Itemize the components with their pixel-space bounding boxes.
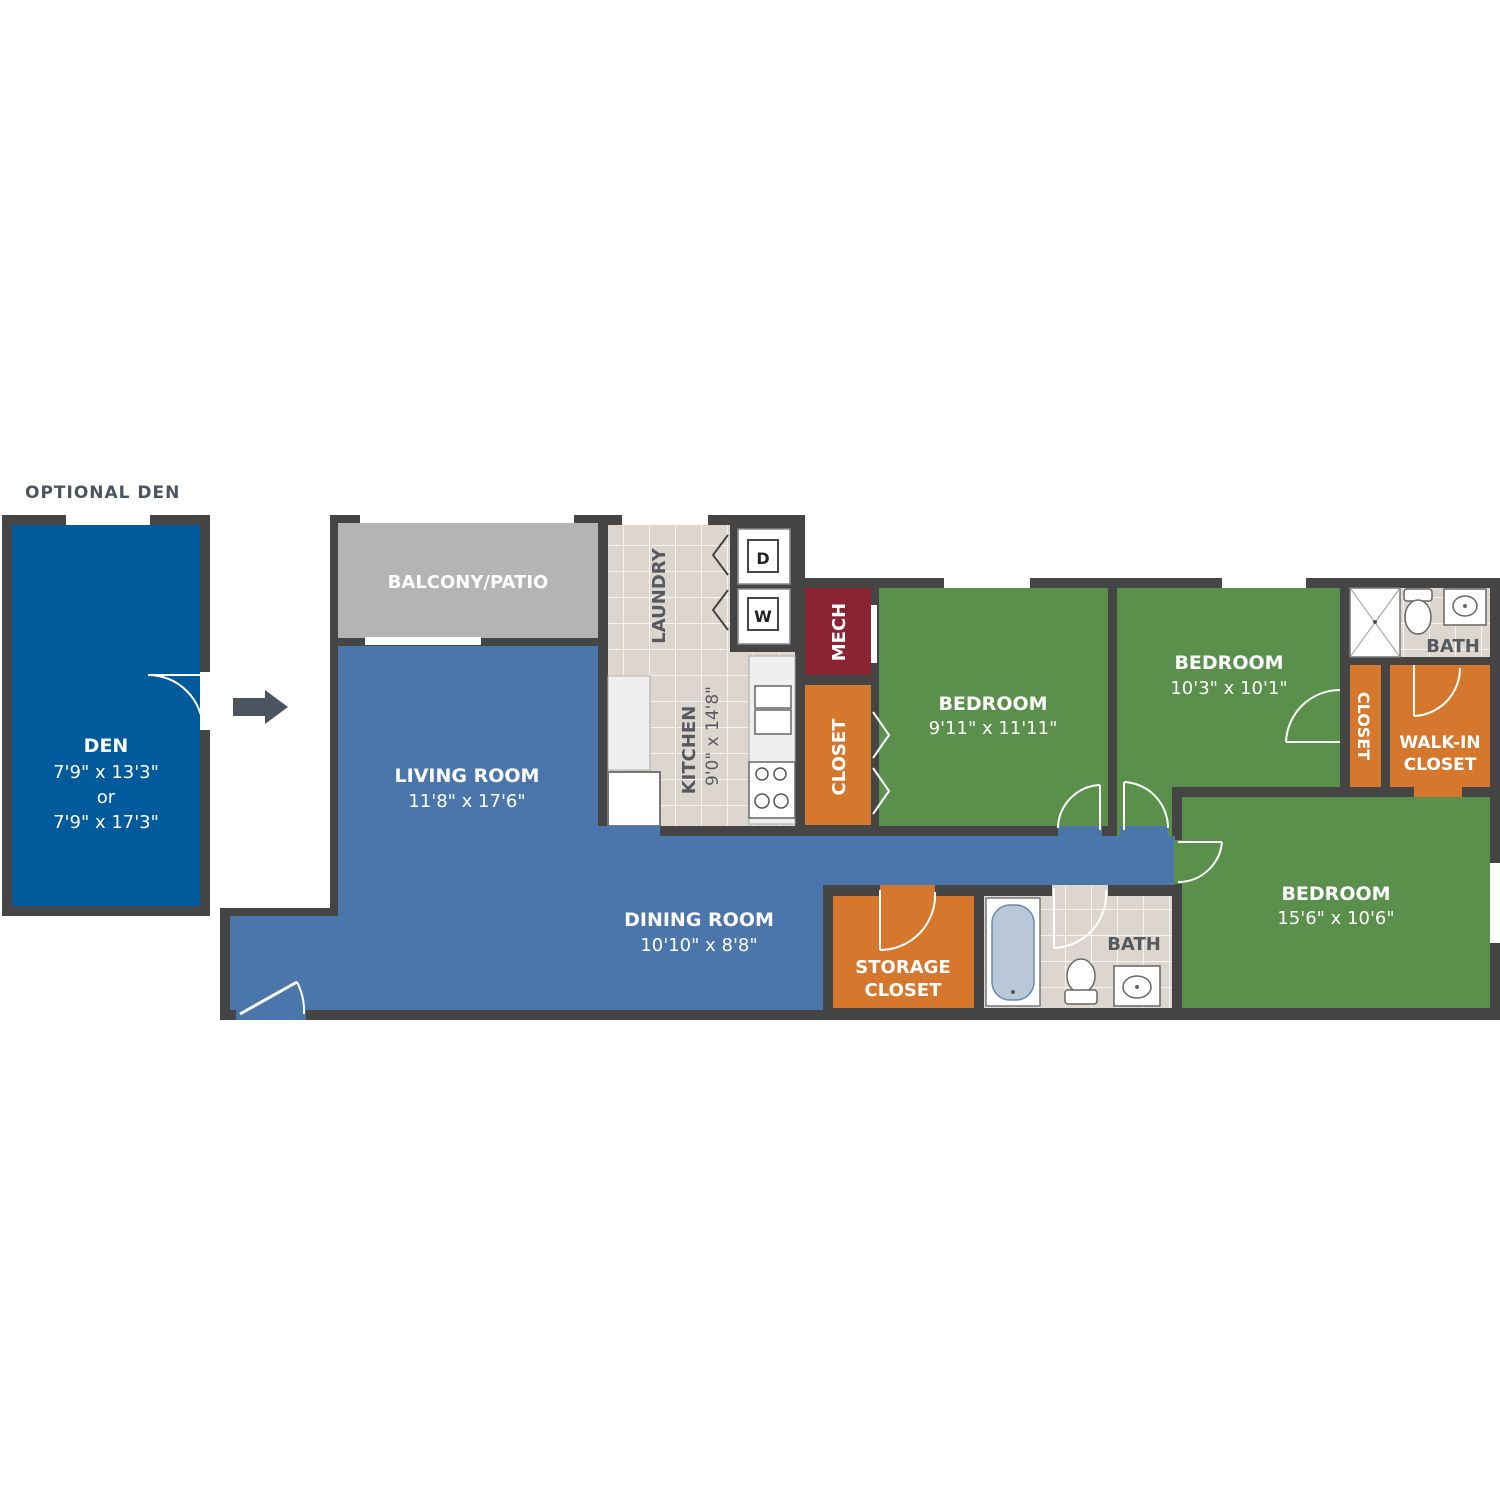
closet-2 — [1350, 665, 1381, 787]
washer-label: W — [754, 607, 772, 626]
arrow-right-icon — [233, 690, 288, 724]
mech-room — [805, 588, 871, 675]
storage-closet-door — [879, 890, 937, 952]
bedroom-2-window — [1222, 578, 1306, 588]
living-room-dimension: 11'8" x 17'6" — [408, 791, 525, 812]
bedroom-3-window — [1490, 863, 1500, 943]
dining-room-label: DINING ROOM — [624, 909, 774, 931]
kitchen-counter — [607, 675, 651, 771]
kitchen-dimension: 9'0" x 14'8" — [703, 686, 723, 786]
den-door-swing — [147, 674, 204, 731]
bedroom-1-door — [1057, 784, 1101, 830]
bedroom-1-window — [944, 578, 1030, 588]
den-dimension-or: or — [97, 787, 116, 808]
den-dimension-1: 7'9" x 13'3" — [53, 762, 159, 783]
kitchen-window — [622, 515, 708, 525]
bedroom-1 — [879, 588, 1108, 826]
den-door-opening — [200, 672, 210, 730]
bath-sink-icon — [1443, 588, 1487, 626]
walk-in-closet — [1390, 665, 1490, 787]
living-dining-area — [230, 646, 1175, 1010]
balcony-slider-door — [365, 637, 481, 645]
dryer-label: D — [756, 549, 769, 568]
toilet-icon — [1403, 588, 1433, 635]
bedroom-2-door — [1123, 781, 1170, 830]
storage-closet-label-2: CLOSET — [865, 980, 943, 1001]
master-bath-label: BATH — [1426, 636, 1480, 657]
walk-in-door — [1413, 665, 1462, 717]
closet-2-door — [1285, 689, 1341, 743]
kitchen-label: KITCHEN — [679, 706, 700, 795]
closet-1-bifold-doors — [872, 711, 891, 815]
living-room-label: LIVING ROOM — [395, 765, 540, 787]
mech-door — [871, 605, 877, 663]
laundry-bifold-doors — [711, 534, 729, 631]
den-label: DEN — [84, 735, 129, 757]
laundry-label: LAUNDRY — [649, 547, 670, 643]
closet-1-label: CLOSET — [829, 718, 850, 796]
hall-toilet-icon — [1064, 958, 1098, 1005]
hall-bath-label: BATH — [1107, 934, 1161, 955]
balcony-slider-top — [360, 515, 574, 523]
balcony-label: BALCONY/PATIO — [388, 572, 549, 593]
bedroom-3-dimension: 15'6" x 10'6" — [1277, 908, 1394, 929]
stove-icon — [748, 761, 796, 819]
den-window — [66, 515, 150, 525]
closet-2-label: CLOSET — [1354, 692, 1373, 760]
closet-1 — [805, 685, 871, 825]
balcony-patio — [338, 523, 598, 638]
shower-icon — [1349, 587, 1401, 658]
bedroom-3-label: BEDROOM — [1281, 883, 1390, 905]
den-room: DEN 7'9" x 13'3" or 7'9" x 17'3" — [2, 515, 210, 916]
bedroom-3 — [1182, 797, 1490, 1008]
hall-bath-door — [1053, 888, 1108, 949]
kitchen-sink — [754, 685, 792, 735]
storage-closet-label-1: STORAGE — [855, 957, 950, 978]
refrigerator — [607, 771, 661, 827]
bedroom-2-dimension: 10'3" x 10'1" — [1170, 678, 1287, 699]
bedroom-2 — [1117, 588, 1340, 787]
den-dimension-2: 7'9" x 17'3" — [53, 812, 159, 833]
storage-closet — [833, 896, 974, 1008]
kitchen-opening — [598, 826, 660, 836]
walk-in-label-2: CLOSET — [1404, 755, 1477, 775]
bedroom-1-dimension: 9'11" x 11'11" — [929, 718, 1058, 739]
hall-sink-icon — [1113, 965, 1161, 1007]
entry-door-opening — [236, 1010, 306, 1020]
mech-label: MECH — [829, 603, 850, 661]
walk-in-label-1: WALK-IN — [1399, 733, 1480, 753]
bedroom-3-door — [1177, 841, 1223, 884]
dining-room-dimension: 10'10" x 8'8" — [640, 935, 757, 956]
bedroom-1-label: BEDROOM — [938, 693, 1047, 715]
entry-door — [239, 980, 298, 1016]
optional-den-heading: OPTIONAL DEN — [25, 483, 180, 503]
bathtub-icon — [985, 897, 1041, 1007]
bedroom-2-label: BEDROOM — [1174, 652, 1283, 674]
